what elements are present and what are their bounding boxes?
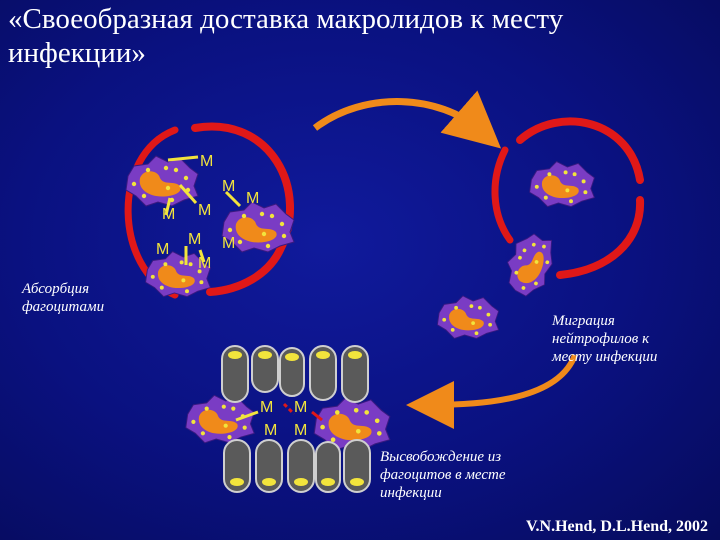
drug-label: M: [188, 231, 201, 248]
epithelium-upper: [221, 345, 369, 403]
caption-line: Абсорбция: [22, 281, 90, 297]
migration-arrow-bottom: [406, 353, 578, 429]
drug-label: M: [294, 399, 307, 416]
drug-label: M: [198, 255, 211, 272]
caption-migration: Миграция нейтрофилов к месту инфекции: [552, 312, 657, 366]
caption-release: Высвобождение из фагоцитов в месте инфек…: [380, 448, 506, 502]
migration-arrow-top: [312, 90, 502, 149]
drug-labels: M M M M M M M M M M M M M: [156, 153, 307, 439]
right-vessel: [491, 117, 645, 279]
caption-absorption: Абсорбция фагоцитами: [22, 280, 104, 316]
drug-label: M: [222, 235, 235, 252]
slide-title: «Своеобразная доставка макролидов к мест…: [8, 3, 564, 69]
caption-line: нейтрофилов к: [552, 331, 650, 347]
drug-label: M: [246, 190, 259, 207]
caption-line: фагоцитами: [22, 299, 105, 315]
uptake-lines: [164, 155, 242, 265]
caption-line: Миграция: [552, 313, 615, 329]
citation: V.N.Hend, D.L.Hend, 2002: [526, 518, 708, 535]
phagocyte-cell: [529, 161, 595, 208]
caption-line: инфекции: [380, 485, 442, 501]
release-lines: [235, 402, 323, 422]
drug-label: M: [198, 202, 211, 219]
phagocyte-cell: [185, 394, 255, 444]
drug-label: M: [260, 399, 273, 416]
drug-label: M: [222, 178, 235, 195]
caption-line: Высвобождение из: [380, 449, 502, 465]
drug-label: M: [264, 422, 277, 439]
caption-line: фагоцитов в месте: [380, 467, 506, 483]
drug-label: M: [162, 206, 175, 223]
drug-label: M: [156, 241, 169, 258]
epithelium-lower: [223, 439, 371, 493]
drug-label: M: [294, 422, 307, 439]
phagocyte-cell: [436, 295, 500, 339]
caption-line: месту инфекции: [552, 349, 658, 365]
drug-label: M: [200, 153, 213, 170]
